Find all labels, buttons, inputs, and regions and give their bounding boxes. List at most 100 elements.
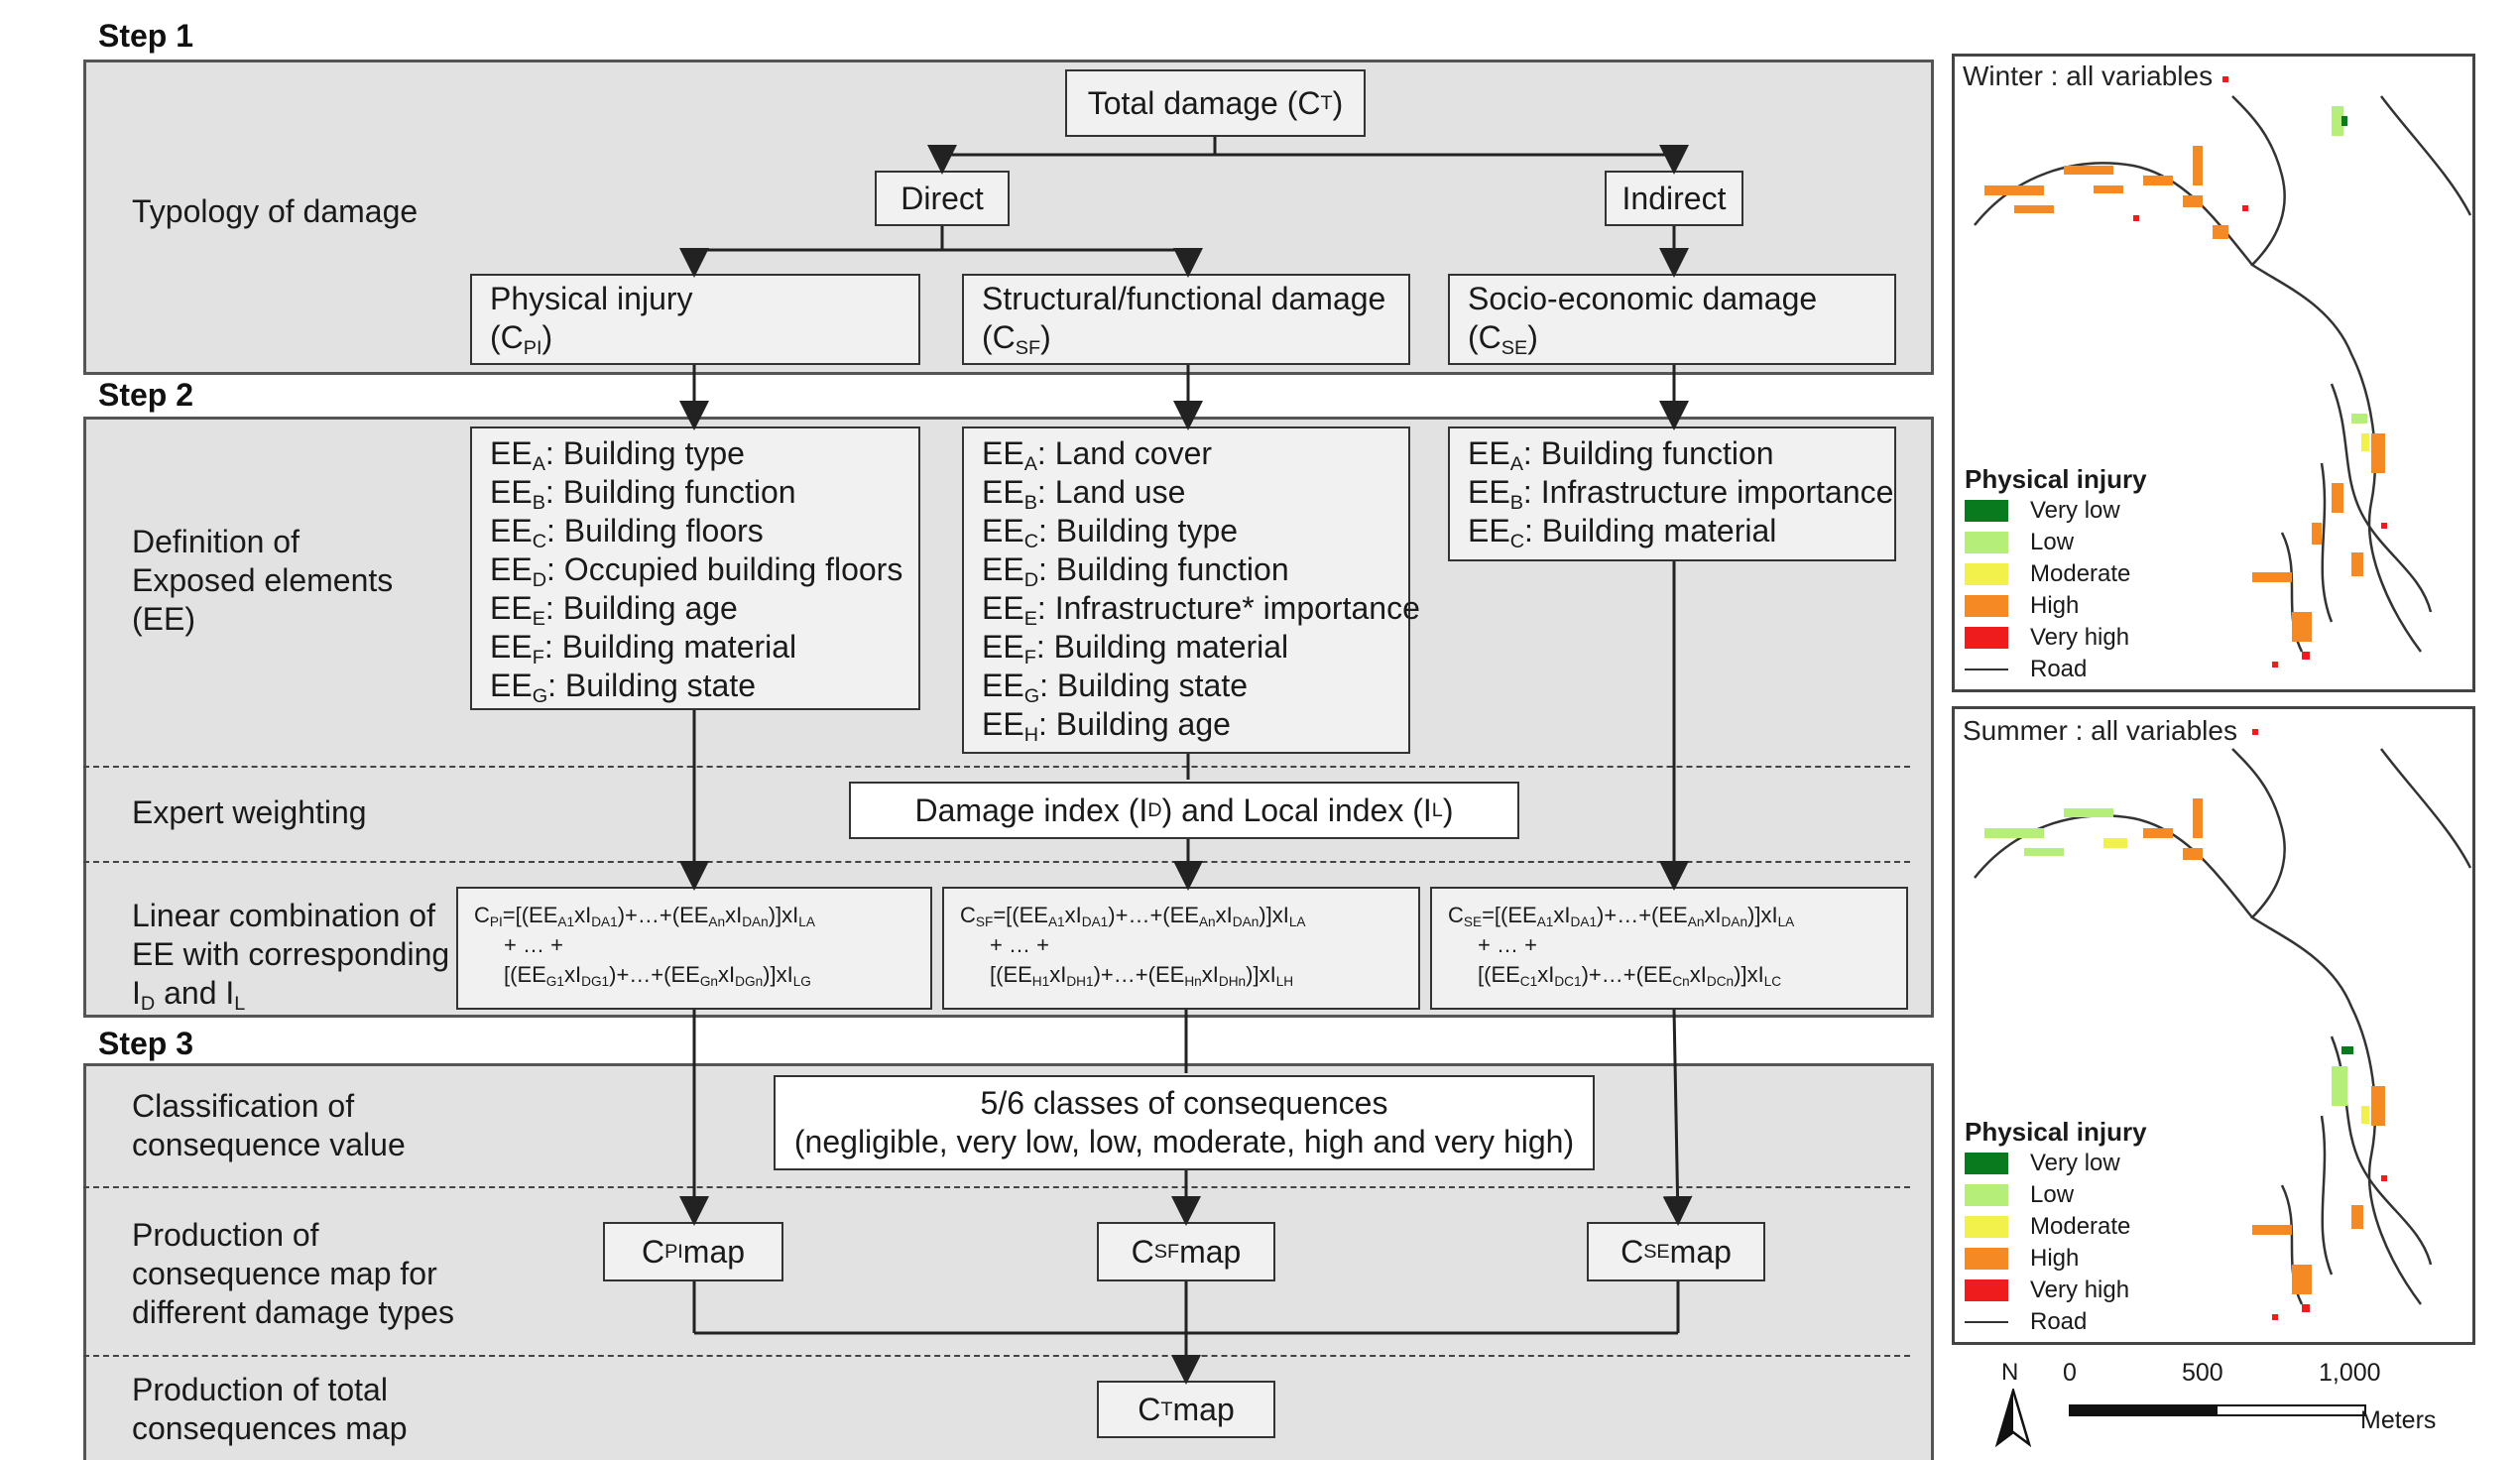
legend-swatch [1965, 1216, 2008, 1238]
ee-item: EEA: Building function [1468, 435, 1774, 475]
step-1-label: Step 1 [98, 18, 194, 54]
formula-line-2: + … + [504, 932, 563, 957]
ee-item: EEA: Land cover [982, 435, 1213, 475]
formula-line-1: CPI=[(EEA1xIDA1)+…+(EEAnxIDAn)]xILA [474, 903, 815, 930]
legend-item: High [1965, 1243, 2147, 1275]
structural-damage-box: Structural/functional damage (CSF) [962, 274, 1410, 365]
typology-label: Typology of damage [132, 193, 419, 229]
formula-sf: CSF=[(EEA1xIDA1)+…+(EEAnxIDAn)]xILA+ … +… [960, 901, 1306, 990]
ee-item: EED: Occupied building floors [490, 551, 903, 591]
legend-swatch [1965, 627, 2008, 649]
legend-title: Physical injury [1965, 464, 2147, 494]
scale-tick-500: 500 [2182, 1359, 2223, 1387]
scale-tick-1000: 1,000 [2319, 1359, 2381, 1387]
ee-item: EEF: Building material [982, 629, 1289, 669]
formula-line-1: CSF=[(EEA1xIDA1)+…+(EEAnxIDAn)]xILA [960, 903, 1306, 930]
ee-item: EEH: Building age [982, 706, 1231, 746]
legend-item-road: Road [1965, 1306, 2147, 1338]
ee-item: EEB: Land use [982, 474, 1186, 514]
legend-item: Moderate [1965, 558, 2147, 590]
legend-swatch [1965, 563, 2008, 585]
formula-line-2: + … + [990, 932, 1049, 957]
formula-line-3: [(EEH1xIDH1)+…+(EEHnxIDHn)]xILH [990, 962, 1294, 990]
ee-item: EEG: Building state [490, 668, 757, 707]
legend-item-road: Road [1965, 654, 2147, 685]
legend-swatch [1965, 1248, 2008, 1270]
road-line-icon [1965, 669, 2008, 670]
step-3-label: Step 3 [98, 1026, 194, 1061]
winter-map-drawing [1974, 76, 2472, 668]
ee-item: EEC: Building material [1468, 513, 1777, 552]
ee-item: EED: Building function [982, 551, 1289, 591]
classes-box: 5/6 classes of consequences(negligible, … [774, 1075, 1595, 1170]
step-2-label: Step 2 [98, 377, 194, 413]
summer-map-title: Summer : all variables [1963, 715, 2237, 746]
legend-swatch [1965, 532, 2008, 553]
legend-item: Very high [1965, 622, 2147, 654]
legend-title: Physical injury [1965, 1117, 2147, 1147]
legend-item: Very high [1965, 1275, 2147, 1306]
divider [83, 766, 1910, 768]
formula-line-3: [(EEC1xIDC1)+…+(EECnxIDCn)]xILC [1478, 962, 1782, 990]
legend-swatch [1965, 500, 2008, 522]
legend-swatch [1965, 595, 2008, 617]
ee-item: EEF: Building material [490, 629, 797, 669]
legend-item: Low [1965, 1179, 2147, 1211]
road-line-icon [1965, 1321, 2008, 1323]
legend-item: High [1965, 590, 2147, 622]
formula-se: CSE=[(EEA1xIDA1)+…+(EEAnxIDAn)]xILA+ … +… [1448, 901, 1794, 990]
socio-economic-damage-box: Socio-economic damage (CSE) [1448, 274, 1896, 365]
scale-unit: Meters [2360, 1406, 2437, 1434]
scale-bar [2069, 1389, 2396, 1428]
legend-item: Moderate [1965, 1211, 2147, 1243]
ee-item: EEC: Building type [982, 513, 1239, 552]
divider [83, 861, 1910, 863]
north-label: N [2001, 1359, 2019, 1386]
formula-line-3: [(EEG1xIDG1)+…+(EEGnxIDGn)]xILG [504, 962, 811, 990]
divider [83, 1186, 1910, 1188]
summer-map-drawing [1974, 729, 2472, 1320]
ee-item: EEA: Building type [490, 435, 745, 475]
formula-pi: CPI=[(EEA1xIDA1)+…+(EEAnxIDAn)]xILA+ … +… [474, 901, 815, 990]
legend-item: Low [1965, 527, 2147, 558]
scale-tick-0: 0 [2063, 1359, 2077, 1387]
physical-injury-box: Physical injury (CPI) [470, 274, 920, 365]
ee-item: EEE: Building age [490, 590, 738, 630]
winter-map-title: Winter : all variables [1963, 61, 2214, 91]
formula-line-2: + … + [1478, 932, 1537, 957]
legend-swatch [1965, 1153, 2008, 1174]
legend-item: Very low [1965, 1148, 2147, 1179]
ee-item: EEG: Building state [982, 668, 1249, 707]
divider [83, 1355, 1910, 1357]
ee-item: EEB: Building function [490, 474, 796, 514]
expert-weighting-label: Expert weighting [132, 794, 367, 830]
formula-sf-box: CSF=[(EEA1xIDA1)+…+(EEAnxIDAn)]xILA+ … +… [942, 887, 1420, 1010]
formula-pi-box: CPI=[(EEA1xIDA1)+…+(EEAnxIDAn)]xILA+ … +… [456, 887, 932, 1010]
legend-item: Very low [1965, 495, 2147, 527]
flow-connectors [679, 137, 1693, 1385]
ee-item: EEC: Building floors [490, 513, 764, 552]
ee-item: EEE: Infrastructure* importance [982, 590, 1420, 630]
legend-swatch [1965, 1279, 2008, 1301]
ee-item: EEB: Infrastructure importance [1468, 474, 1894, 514]
north-arrow-icon [1994, 1389, 2032, 1447]
legend-swatch [1965, 1184, 2008, 1206]
